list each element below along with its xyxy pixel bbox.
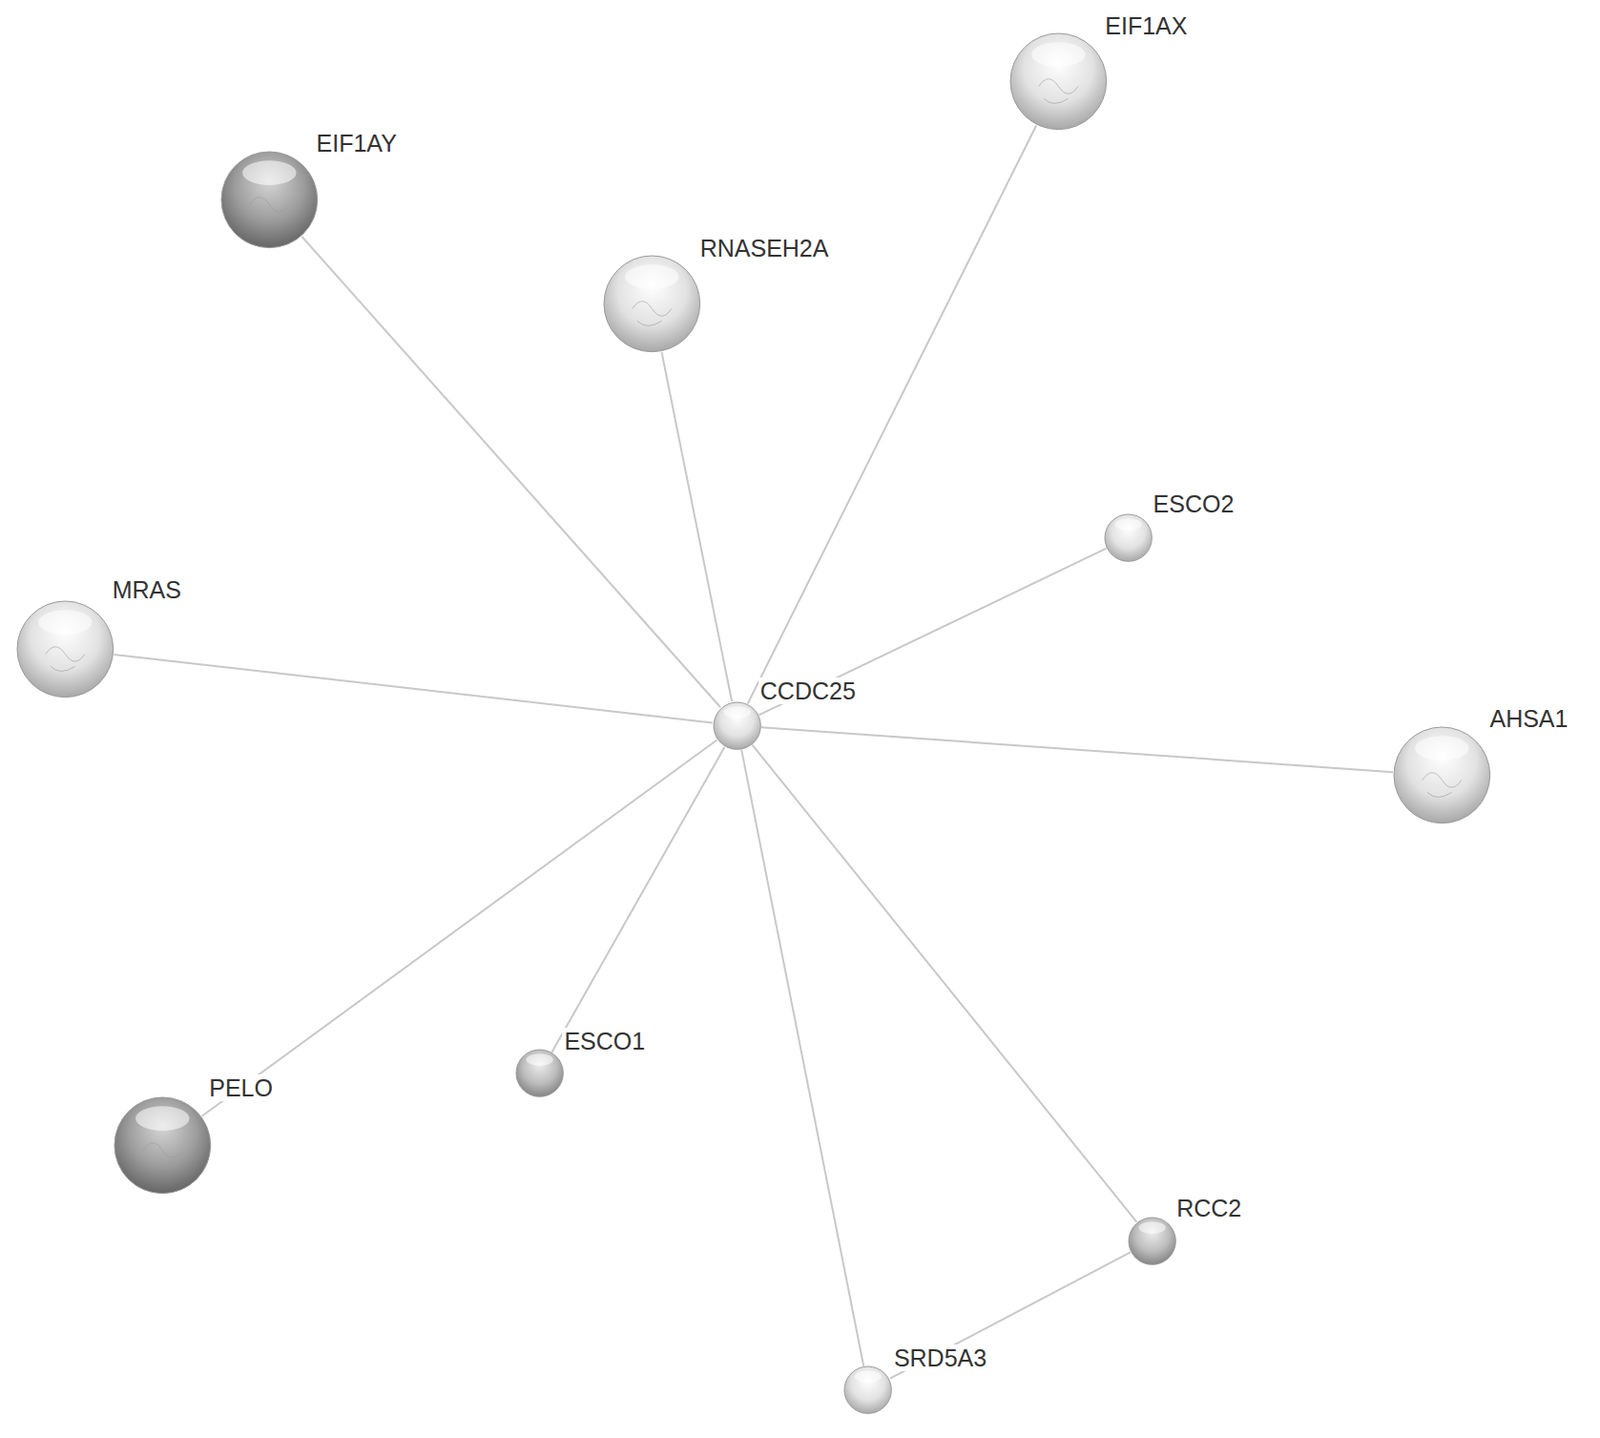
protein-node: ESCO1 [515,1048,564,1098]
sphere-highlight [135,1105,189,1131]
structure-sketch [1422,772,1462,798]
node-label: ESCO2 [1151,490,1237,518]
node-sphere [1103,513,1153,562]
node-sphere [1009,32,1108,131]
interaction-edge [113,654,712,723]
node-label: MRAS [110,576,184,603]
node-label: AHSA1 [1487,705,1570,732]
structure-sketch [45,646,85,672]
protein-node: AHSA1 [1392,726,1492,825]
node-label: EIF1AY [314,129,399,157]
node-sphere [113,1096,212,1195]
interaction-edge [202,740,718,1117]
protein-node: PELO [113,1096,212,1195]
node-label: ESCO1 [561,1027,647,1055]
sphere-body [713,702,761,749]
interaction-edge [751,744,1137,1222]
protein-node: RNASEH2A [602,254,702,354]
sphere-body [1128,1217,1176,1265]
sphere-body [221,151,318,249]
protein-node: EIF1AX [1009,32,1108,131]
protein-node: EIF1AY [220,150,319,250]
node-label: RCC2 [1174,1194,1244,1222]
sphere-highlight [854,1370,882,1383]
sphere-body [603,255,701,353]
interaction-edge [301,236,721,707]
node-label: EIF1AX [1102,12,1189,40]
node-sphere [712,701,762,750]
node-label: PELO [207,1074,275,1102]
sphere-highlight [624,265,679,291]
node-sphere [1392,726,1492,825]
sphere-body [114,1097,211,1194]
node-label: CCDC25 [758,677,858,705]
sphere-highlight [1115,518,1143,531]
sphere-body [1393,727,1491,824]
sphere-highlight [526,1054,554,1067]
interaction-edge [741,749,864,1367]
sphere-body [516,1049,563,1097]
node-sphere [1127,1216,1177,1266]
sphere-body [844,1366,892,1413]
node-sphere [602,254,702,354]
structure-sketch [1038,79,1079,104]
sphere-highlight [1414,736,1469,762]
structure-sketch [249,197,290,223]
node-sphere [16,600,115,699]
sphere-highlight [723,706,750,719]
protein-node: MRAS [16,600,115,699]
interaction-edge [662,352,733,702]
structure-sketch [143,1142,183,1167]
node-label: RNASEH2A [698,234,832,262]
interaction-edge [758,548,1106,716]
node-sphere [515,1048,564,1098]
protein-node: RCC2 [1127,1216,1177,1266]
sphere-body [1010,33,1107,130]
protein-node: ESCO2 [1103,513,1153,562]
sphere-highlight [242,161,296,187]
protein-node: SRD5A3 [843,1365,893,1414]
interaction-edge [748,124,1038,704]
node-sphere [220,150,319,250]
structure-sketch [632,301,672,327]
sphere-body [1104,514,1152,562]
sphere-highlight [1138,1221,1165,1234]
interaction-edge [761,727,1393,772]
node-sphere [843,1365,893,1414]
node-label: SRD5A3 [892,1344,989,1372]
interaction-edge [890,1251,1131,1378]
sphere-body [17,601,114,698]
sphere-highlight [38,609,92,635]
interaction-edge [551,747,725,1053]
protein-node: CCDC25 [712,701,762,750]
sphere-highlight [1031,41,1085,67]
